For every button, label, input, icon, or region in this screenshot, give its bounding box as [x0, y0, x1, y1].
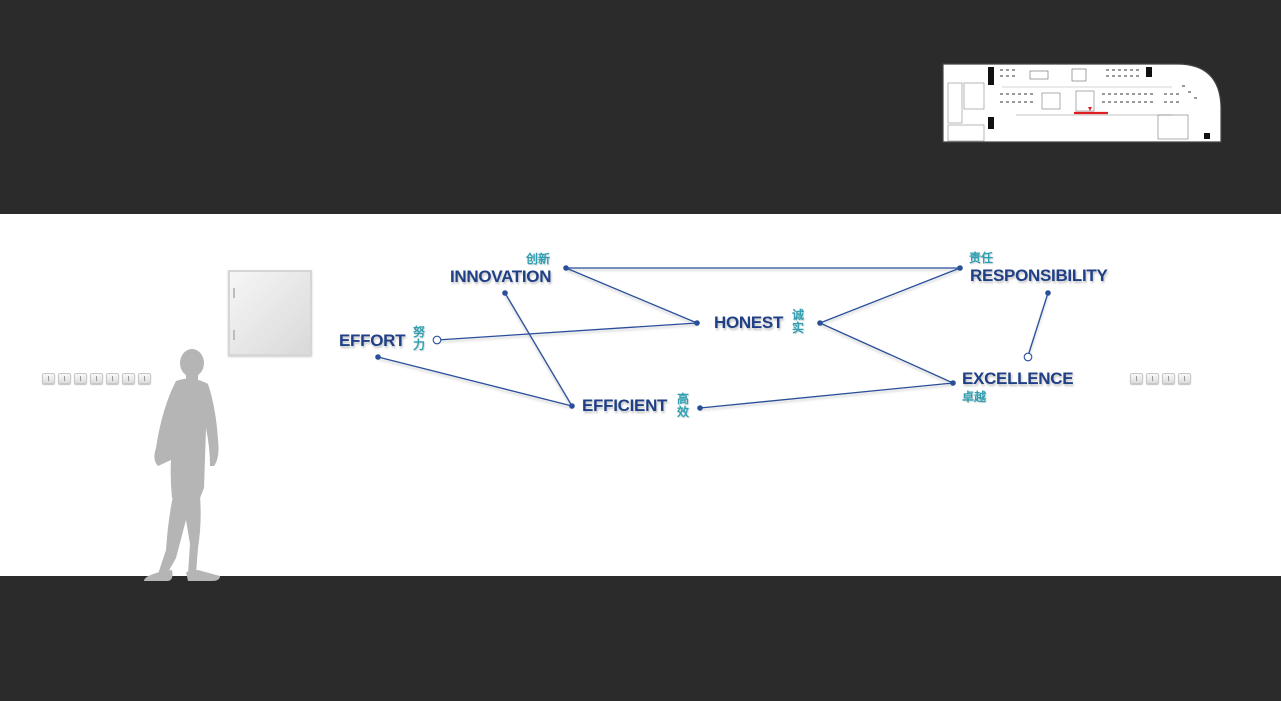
panel-hinge: [233, 330, 235, 340]
effort-label: EFFORT: [339, 331, 406, 350]
light-switch-icon: [42, 373, 55, 384]
light-switch-icon: [58, 373, 71, 384]
excellence-label: EXCELLENCE: [962, 369, 1074, 388]
efficient-cn-label: 高效: [677, 392, 690, 419]
effort-cn-label: 努力: [413, 325, 426, 352]
light-switch-icon: [74, 373, 87, 384]
responsibility-cn-label: 责任: [969, 251, 994, 265]
honest-cn-label: 诚实: [792, 308, 805, 335]
wall-panel-icon: [228, 270, 312, 356]
light-switch-icon: [1146, 373, 1159, 384]
innovation-cn-label: 创新: [526, 252, 551, 266]
light-switch-icon: [106, 373, 119, 384]
efficient-label: EFFICIENT: [582, 396, 668, 415]
innovation-label: INNOVATION: [450, 267, 552, 286]
bottom-dark-band: [0, 576, 1281, 701]
light-switch-icon: [1162, 373, 1175, 384]
person-silhouette-icon: [144, 349, 220, 581]
switch-group-right: [1130, 373, 1191, 384]
light-switch-icon: [1130, 373, 1143, 384]
light-switch-icon: [138, 373, 151, 384]
responsibility-label: RESPONSIBILITY: [970, 266, 1108, 285]
floorplan-thumbnail-icon: [942, 63, 1222, 143]
light-switch-icon: [90, 373, 103, 384]
switch-group-left: [42, 373, 151, 384]
excellence-cn-label: 卓越: [962, 390, 987, 404]
honest-label: HONEST: [714, 313, 784, 332]
panel-hinge: [233, 288, 235, 298]
light-switch-icon: [122, 373, 135, 384]
light-switch-icon: [1178, 373, 1191, 384]
